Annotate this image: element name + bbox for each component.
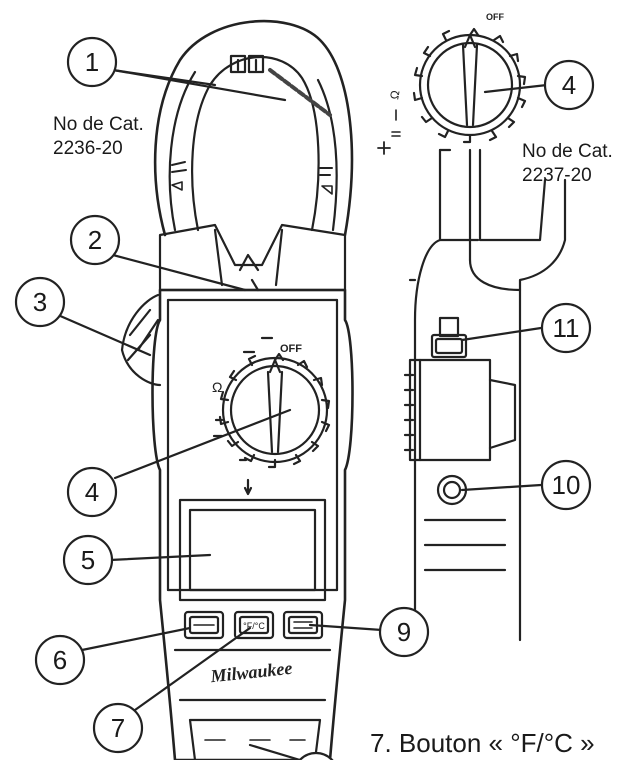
leader-3: [56, 313, 152, 357]
callout-4-top: 4: [562, 70, 576, 100]
callout-1: 1: [85, 47, 99, 77]
leader-10: [460, 483, 543, 492]
callout-7: 7: [111, 713, 125, 743]
leader-5: [108, 553, 212, 562]
lcd-display: [178, 498, 327, 602]
leader-1b: [111, 68, 287, 102]
brand-logo: Milwaukee: [209, 658, 294, 687]
dial-ohm-label-top: Ω: [387, 89, 402, 100]
clamp-jaw-outer: [153, 19, 354, 237]
callout-2: 2: [88, 225, 102, 255]
callout-6: 6: [53, 645, 67, 675]
side-view-body: [413, 148, 567, 642]
callout-9: 9: [397, 617, 411, 647]
leader-4-top: [483, 83, 549, 94]
dial-off-label-front: OFF: [280, 343, 302, 355]
catalog-number-right: No de Cat. 2237-20: [522, 140, 613, 188]
rotary-dial-front: [218, 352, 331, 469]
clamp-jaw-inner: [191, 56, 320, 232]
clamp-trigger: [120, 293, 162, 387]
callout-11: 11: [553, 313, 580, 343]
dial-ohm-label-front: Ω: [212, 379, 222, 395]
callout-10: 10: [552, 470, 581, 500]
catalog-value-left: 2236-20: [53, 138, 123, 159]
leader-2: [111, 253, 247, 292]
catalog-label-left: No de Cat.: [53, 114, 144, 135]
leader-6: [80, 626, 192, 652]
button-temp-label: °F/°C: [243, 621, 265, 631]
catalog-number-left: No de Cat. 2236-20: [53, 113, 144, 161]
meter-body: [151, 288, 354, 760]
catalog-label-right: No de Cat.: [522, 141, 613, 162]
button-6: [183, 610, 225, 640]
bottom-caption: 7. Bouton « °F/°C »: [370, 728, 595, 758]
leader-4-front: [113, 408, 292, 480]
dial-off-label-top: OFF: [486, 12, 504, 22]
rotary-dial-detail: [412, 27, 527, 144]
leader-11: [460, 326, 543, 342]
catalog-value-right: 2237-20: [522, 165, 592, 186]
button-7: [233, 610, 275, 640]
callout-5: 5: [81, 545, 95, 575]
leader-8-partial: [248, 743, 302, 760]
leader-7: [133, 626, 252, 712]
leader-9: [308, 623, 384, 632]
callout-3: 3: [33, 287, 47, 317]
callout-4-front: 4: [85, 477, 99, 507]
